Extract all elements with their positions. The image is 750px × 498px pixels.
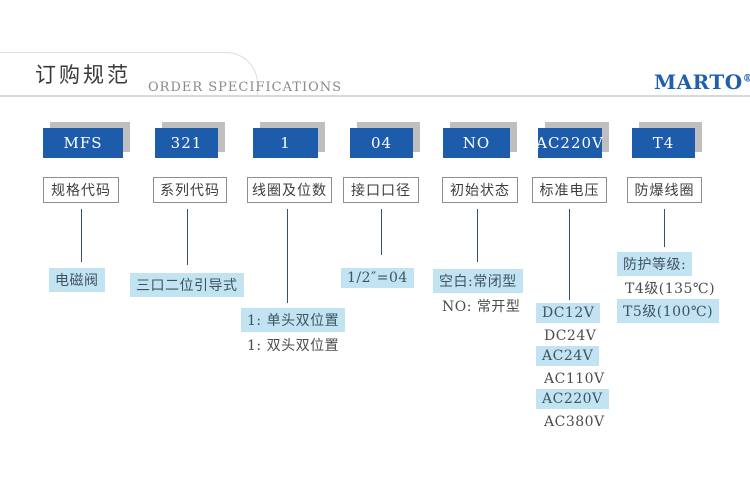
brand-name: MARTO [654,70,743,94]
page-subtitle: ORDER SPECIFICATIONS [148,80,343,95]
connector-line [664,209,665,247]
connector-line [81,209,82,262]
header-divider [0,95,750,97]
brand-logo: MARTO® [654,70,750,94]
note-single-head: 1: 单头双位置 [241,308,346,332]
spec-label-initial-state: 初始状态 [442,177,518,203]
note-port-half-inch: 1/2″=04 [341,268,414,288]
note-voltage-dc24v: DC24V [544,328,597,344]
code-box-04: 04 [350,128,413,158]
connector-line [569,209,570,300]
connector-line [381,209,382,255]
code-box-1: 1 [253,128,318,158]
code-box-mfs: MFS [43,128,123,158]
note-voltage-ac110v: AC110V [544,371,605,387]
note-solenoid-valve: 电磁阀 [49,268,105,292]
code-box-t4: T4 [632,128,695,158]
spec-label-exproof-coil: 防爆线圈 [627,177,702,203]
note-normally-closed: 空白:常闭型 [433,269,523,293]
note-voltage-ac220v: AC220V [536,389,609,409]
page-title: 订购规范 [35,63,131,87]
note-pilot-type: 三口二位引导式 [130,273,244,297]
spec-label-spec-code: 规格代码 [43,177,119,203]
code-box-ac220v: AC220V [536,128,603,158]
note-normally-open: NO: 常开型 [442,299,521,315]
connector-line [187,209,188,265]
note-voltage-ac24v: AC24V [536,346,600,366]
note-protection-class: 防护等级: [617,252,693,276]
spec-label-series-code: 系列代码 [153,177,227,203]
code-box-321: 321 [155,128,218,158]
spec-label-voltage: 标准电压 [532,177,607,203]
note-double-head: 1: 双头双位置 [247,338,340,354]
note-voltage-ac380v: AC380V [544,414,605,430]
spec-label-coil-positions: 线圈及位数 [247,177,332,203]
code-box-no: NO [443,128,510,158]
note-t4-class: T4级(135℃) [625,281,716,297]
title-tab-outline [0,52,258,96]
note-voltage-dc12v: DC12V [536,303,601,323]
connector-line [477,209,478,262]
spec-label-port-size: 接口口径 [343,177,419,203]
registered-mark: ® [742,73,750,85]
note-t5-class: T5级(100℃) [617,299,720,323]
connector-line [287,209,288,303]
